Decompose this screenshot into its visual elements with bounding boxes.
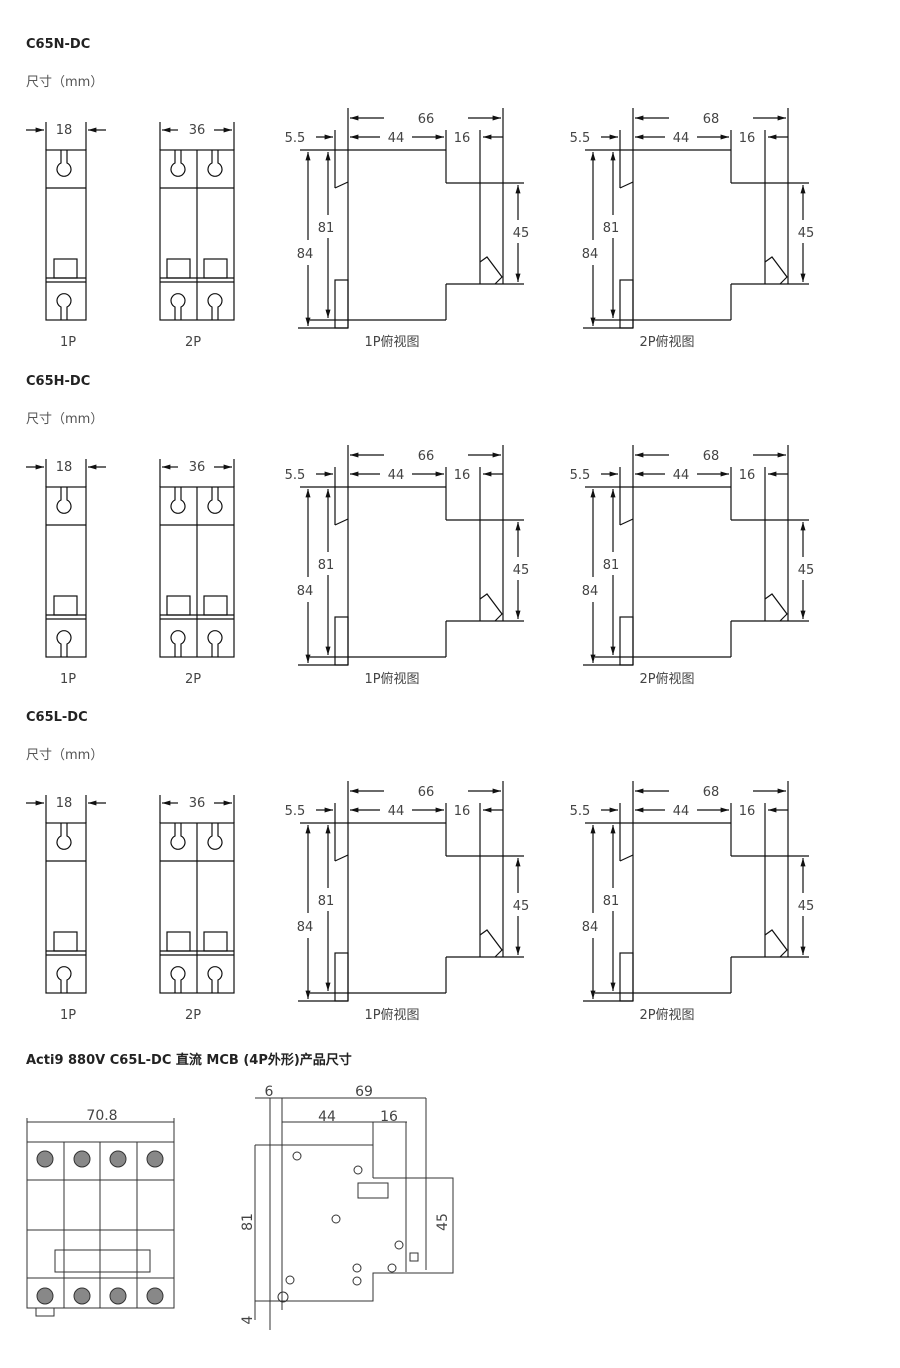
- dim-width-1p: 18: [56, 460, 73, 475]
- dim-body: 44: [318, 1109, 336, 1125]
- product-title: Acti9 880V C65L-DC 直流 MCB (4P外形)产品尺寸: [26, 1053, 352, 1068]
- view-label: 1P俯视图: [364, 1007, 419, 1023]
- dim-height-total-2p: 84: [582, 920, 599, 935]
- front-view-2p: [159, 122, 235, 321]
- dim-body-2p: 44: [673, 131, 690, 146]
- product-section: C65N-DC 尺寸（mm） 18 36: [0, 0, 900, 350]
- view-label: 2P: [185, 1008, 201, 1023]
- dim-body: 44: [388, 804, 405, 819]
- dim-height-total: 84: [297, 920, 314, 935]
- unit-label: 尺寸（mm）: [26, 748, 104, 763]
- dim-width-1p: 18: [56, 796, 73, 811]
- view-label: 2P: [185, 672, 201, 687]
- dim-body-2p: 44: [673, 804, 690, 819]
- dim-front: 16: [380, 1109, 398, 1125]
- dim-total: 69: [355, 1084, 373, 1100]
- section-title: C65N-DC: [26, 37, 91, 52]
- dim-height-total-2p: 84: [582, 247, 599, 262]
- dim-width-2p: 36: [189, 123, 206, 138]
- dim-front-2p: 16: [739, 804, 756, 819]
- dim-height-front: 45: [513, 563, 530, 578]
- dim-height-body-2p: 81: [603, 221, 620, 236]
- dim-height-front: 45: [435, 1213, 451, 1231]
- dim-height-total: 84: [297, 247, 314, 262]
- dim-front: 16: [454, 804, 471, 819]
- dim-width: 70.8: [86, 1108, 117, 1124]
- dim-total-1p: 66: [418, 449, 435, 464]
- dim-total-2p: 68: [703, 112, 720, 127]
- dim-front-2p: 16: [739, 468, 756, 483]
- dim-front: 16: [454, 468, 471, 483]
- dim-rail: 5.5: [285, 131, 306, 146]
- front-view-4p: [26, 1118, 175, 1317]
- dim-height-body: 81: [318, 894, 335, 909]
- dim-rail: 5.5: [285, 468, 306, 483]
- product-section: C65L-DC 尺寸（mm） 18 36: [0, 673, 900, 1023]
- side-view-4p: [254, 1097, 454, 1330]
- side-view-1p: [298, 445, 524, 666]
- section-title: C65L-DC: [26, 710, 88, 725]
- dim-height-body: 81: [318, 558, 335, 573]
- view-label: 2P: [185, 335, 201, 350]
- dim-body: 44: [388, 131, 405, 146]
- view-label: 1P俯视图: [364, 334, 419, 350]
- dim-width-2p: 36: [189, 460, 206, 475]
- view-label: 2P俯视图: [639, 334, 694, 350]
- front-view-1p: [26, 459, 106, 658]
- dim-rail-2p: 5.5: [570, 804, 591, 819]
- side-view-2p: [583, 108, 809, 329]
- dim-height-total: 84: [297, 584, 314, 599]
- front-view-2p: [159, 459, 235, 658]
- dim-front: 16: [454, 131, 471, 146]
- unit-label: 尺寸（mm）: [26, 412, 104, 427]
- dim-height-total-2p: 84: [582, 584, 599, 599]
- unit-label: 尺寸（mm）: [26, 75, 104, 90]
- view-label: 1P: [60, 672, 76, 687]
- dim-total-2p: 68: [703, 449, 720, 464]
- dim-height-front-2p: 45: [798, 226, 815, 241]
- dim-height-body: 81: [240, 1213, 256, 1231]
- dim-total-1p: 66: [418, 785, 435, 800]
- side-view-1p: [298, 781, 524, 1002]
- dim-height-front: 45: [513, 226, 530, 241]
- dim-total-1p: 66: [418, 112, 435, 127]
- dim-rail-2p: 5.5: [570, 131, 591, 146]
- dim-height-body: 81: [318, 221, 335, 236]
- dim-rail: 6: [265, 1084, 274, 1100]
- dim-height-front-2p: 45: [798, 563, 815, 578]
- dim-height-body-2p: 81: [603, 558, 620, 573]
- dim-width-1p: 18: [56, 123, 73, 138]
- front-view-1p: [26, 122, 106, 321]
- front-view-2p: [159, 795, 235, 994]
- side-view-2p: [583, 445, 809, 666]
- side-view-2p: [583, 781, 809, 1002]
- view-label: 1P俯视图: [364, 671, 419, 687]
- front-view-1p: [26, 795, 106, 994]
- view-label: 1P: [60, 335, 76, 350]
- section-title: C65H-DC: [26, 374, 91, 389]
- dim-front-2p: 16: [739, 131, 756, 146]
- dim-bottom: 4: [240, 1315, 256, 1324]
- 4p-drawings: 70.8 6 69 44 16 81 45 4: [26, 1084, 454, 1330]
- side-view-1p: [298, 108, 524, 329]
- dim-width-2p: 36: [189, 796, 206, 811]
- dim-body-2p: 44: [673, 468, 690, 483]
- dim-rail: 5.5: [285, 804, 306, 819]
- dim-body: 44: [388, 468, 405, 483]
- view-label: 1P: [60, 1008, 76, 1023]
- dim-height-front-2p: 45: [798, 899, 815, 914]
- dim-rail-2p: 5.5: [570, 468, 591, 483]
- dimension-drawings: 18 36: [26, 445, 815, 687]
- dim-height-body-2p: 81: [603, 894, 620, 909]
- view-label: 2P俯视图: [639, 1007, 694, 1023]
- dimension-drawings: 18 36: [26, 781, 815, 1023]
- view-label: 2P俯视图: [639, 671, 694, 687]
- dim-total-2p: 68: [703, 785, 720, 800]
- dim-height-front: 45: [513, 899, 530, 914]
- product-section: C65H-DC 尺寸（mm） 18 36: [0, 337, 900, 687]
- dimension-drawings: 18 36: [26, 108, 815, 350]
